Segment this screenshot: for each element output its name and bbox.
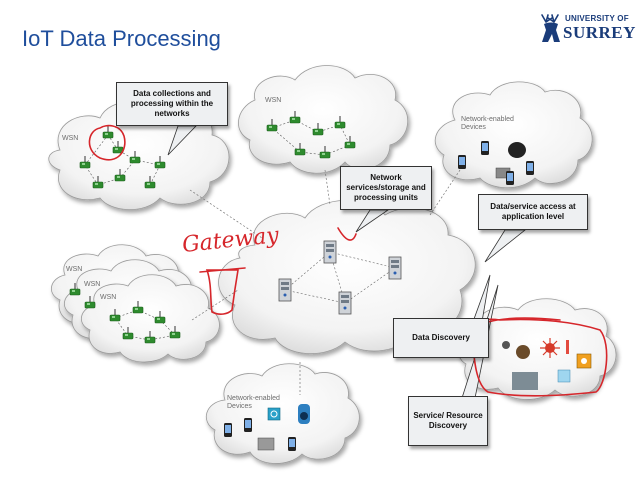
stag-crest-icon	[541, 14, 560, 42]
devices-bottom-icons	[224, 404, 310, 451]
wsn-stack-nodes	[69, 282, 181, 344]
callout-data-discovery: Data Discovery	[393, 318, 489, 358]
callout-service-discovery: Service/ Resource Discovery	[408, 396, 488, 446]
label-wsn-stack2: WSN	[84, 281, 101, 288]
page-title: IoT Data Processing	[22, 26, 221, 51]
callout-data-collection: Data collections and processing within t…	[116, 82, 228, 126]
wsn-top-nodes	[266, 110, 356, 159]
label-wsn-top: WSN	[265, 97, 282, 104]
application-icons	[502, 338, 592, 390]
cloud-devices-bottom	[205, 363, 360, 464]
wsn-topleft-nodes	[79, 125, 166, 189]
cloud-wsn-top	[238, 65, 409, 174]
callout-data-access: Data/service access at application level	[478, 194, 588, 230]
logo-line1: UNIVERSITY OF	[565, 14, 629, 23]
label-devices-bottom: Network-enabled Devices	[227, 395, 280, 411]
red-annotations	[88, 124, 608, 397]
network-servers	[278, 240, 402, 315]
label-wsn-stack3: WSN	[100, 294, 117, 301]
label-wsn-stack1: WSN	[66, 266, 83, 273]
logo-line2: SURREY	[563, 23, 636, 42]
label-devices-top: Network-enabled Devices	[461, 116, 514, 132]
cloud-devices-topright	[434, 81, 593, 189]
cloud-wsn-stack-front	[81, 274, 220, 363]
devices-topright-icons	[458, 141, 534, 185]
label-wsn-left: WSN	[62, 135, 79, 142]
inter-cloud-links	[189, 169, 486, 395]
callout-network-services: Network services/storage and processing …	[340, 166, 432, 210]
